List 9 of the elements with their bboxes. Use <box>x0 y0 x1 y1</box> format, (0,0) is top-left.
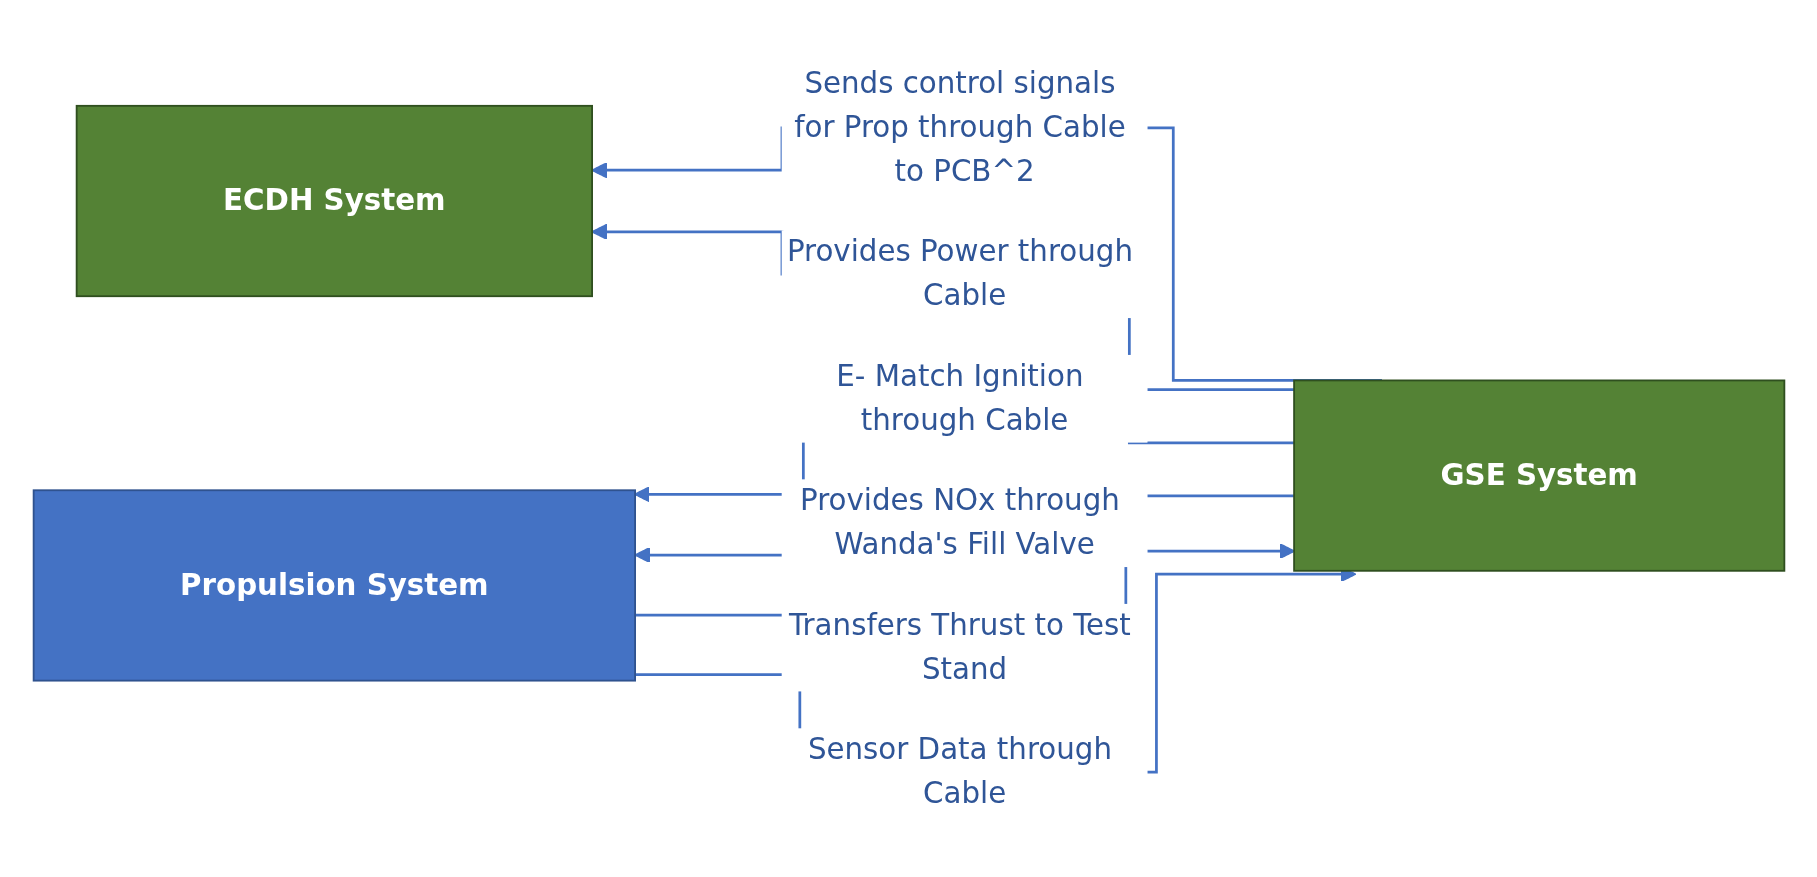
edge-label: Sends control signals for Prop through Cable to PCB^2 <box>793 65 1126 188</box>
edge-label: Transfers Thrust to Test Stand <box>788 606 1131 686</box>
edge-label: Provides NOx through Wanda's Fill Valve <box>799 482 1120 562</box>
node-box: GSE System <box>1292 379 1785 572</box>
edge-label: Provides Power through Cable <box>786 233 1133 313</box>
edge-label: E- Match Ignition through Cable <box>835 357 1083 437</box>
edge-label: Sensor Data through Cable <box>807 731 1112 811</box>
node-box: Propulsion System <box>32 488 636 682</box>
node-box: ECDH System <box>75 104 593 297</box>
